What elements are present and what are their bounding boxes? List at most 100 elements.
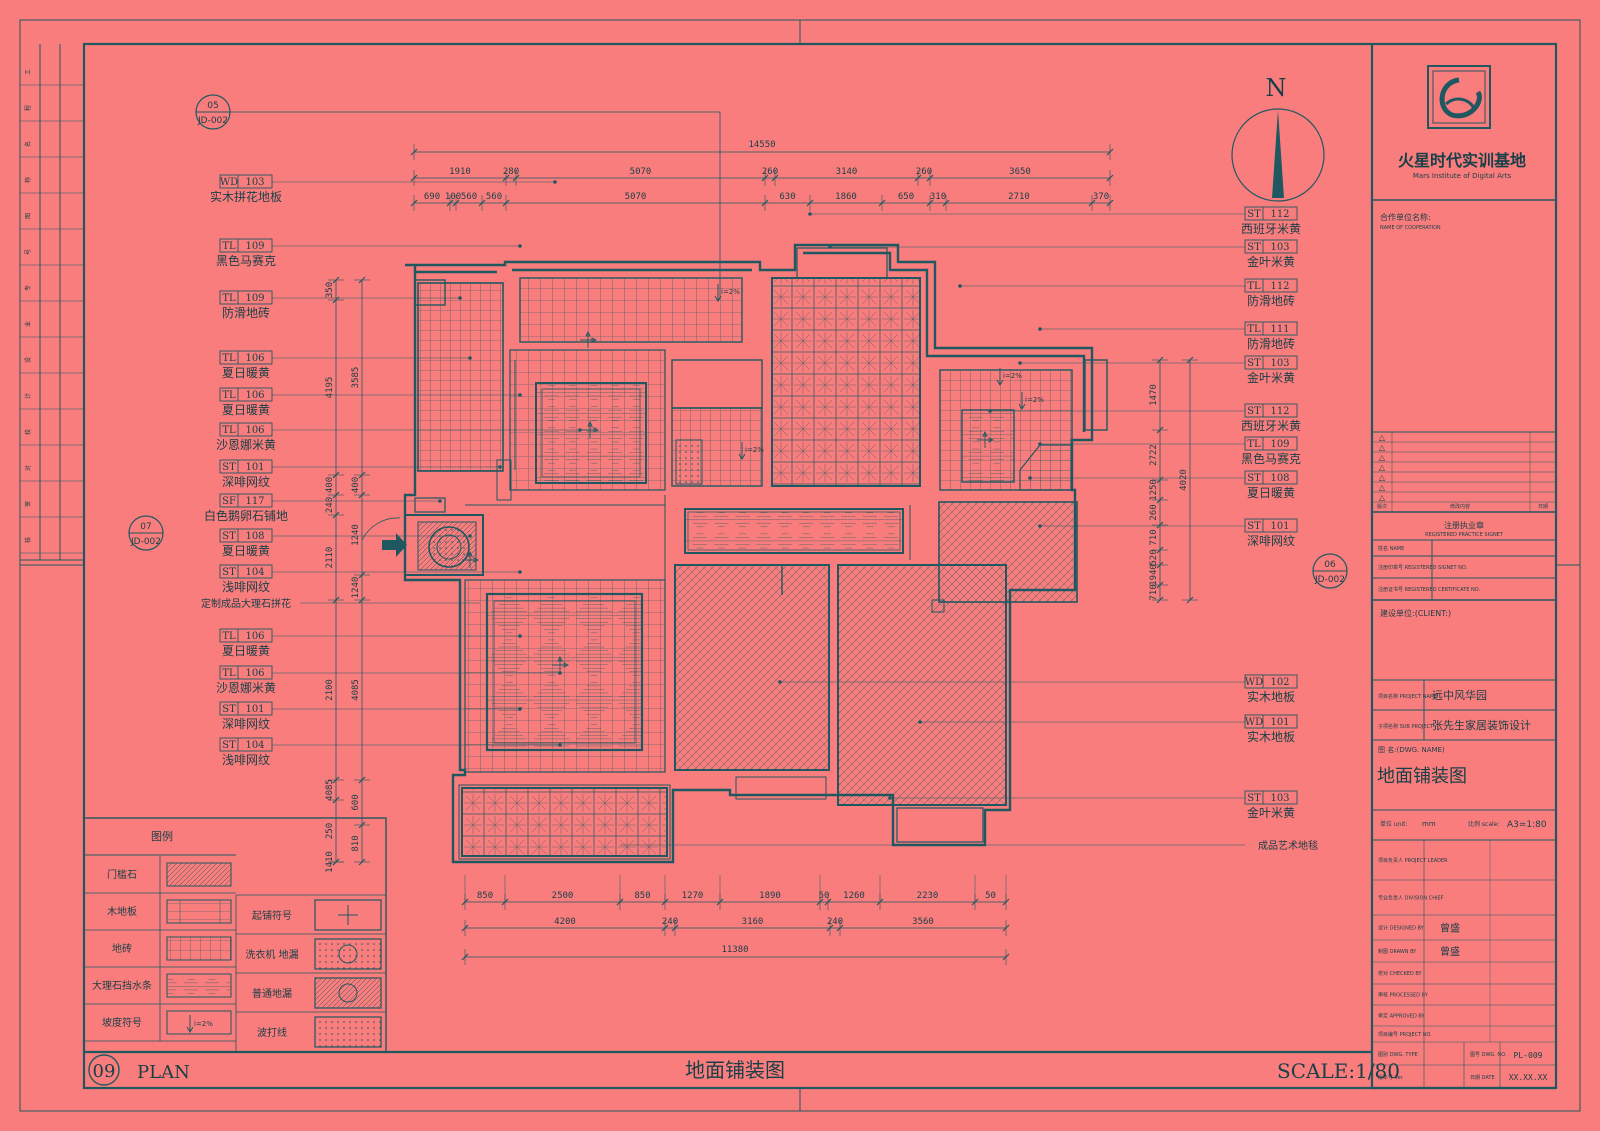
leader-dot — [778, 680, 782, 684]
leader-dot — [498, 465, 502, 469]
dimension-total: 11380 — [721, 945, 748, 955]
dimension-left: 3504195400240211021004085250141035854001… — [325, 276, 370, 873]
material-code: TL — [222, 631, 236, 642]
strip-char: 校 — [24, 429, 32, 435]
material-number: 111 — [1270, 324, 1289, 335]
dimension-value: 50 — [819, 891, 830, 901]
balcony-parquet — [461, 787, 668, 857]
material-code: TL — [1247, 324, 1261, 335]
role-label: 设计 DESIGNED BY — [1378, 925, 1425, 932]
legend-label: 门槛石 — [107, 868, 137, 881]
role-label: 校对 CHECKED BY — [1378, 970, 1423, 977]
leader-dot — [558, 671, 562, 675]
plan-number: 09 — [93, 1061, 116, 1082]
leader-dot — [1038, 524, 1042, 528]
corridor-diamond-strip — [684, 508, 904, 554]
legend-label: 大理石挡水条 — [92, 979, 152, 992]
dimension-value: 3140 — [836, 167, 858, 177]
material-number: 109 — [1270, 439, 1289, 450]
revision-mark-icon: △ — [1379, 443, 1386, 452]
material-number: 103 — [1270, 242, 1289, 253]
dimension-value: 4085 — [325, 779, 335, 801]
material-name: 黑色马赛克 — [1241, 451, 1301, 466]
material-name: 浅啡网纹 — [222, 580, 270, 594]
start-mark-icon — [977, 430, 995, 448]
material-code: ST — [222, 704, 236, 715]
material-code: TL — [222, 668, 236, 679]
strip-char: 程 — [24, 105, 32, 111]
svg-text:mm: mm — [1422, 820, 1436, 828]
material-code: TL — [1247, 281, 1261, 292]
dimension-value: 370 — [1093, 192, 1109, 202]
legend-label: 普通地漏 — [252, 987, 292, 1000]
material-number: 103 — [1270, 793, 1289, 804]
dimension-value: 4085 — [351, 679, 361, 701]
material-code: ST — [222, 567, 236, 578]
plan-label: PLAN — [137, 1062, 190, 1083]
role-value: 曾盛 — [1440, 922, 1460, 935]
svg-text:单位 unit:: 单位 unit: — [1380, 820, 1408, 828]
sub-project-name: 张先生家居装饰设计 — [1432, 718, 1531, 732]
material-code: ST — [222, 531, 236, 542]
material-name: 夏日暖黄 — [222, 366, 270, 380]
title-block: 火星时代实训基地 Mars Institute of Digital Arts … — [1372, 65, 1556, 1090]
dimension-value: 4020 — [1179, 469, 1189, 491]
svg-text:姓名 NAME: 姓名 NAME — [1378, 545, 1404, 552]
material-name: 金叶米黄 — [1247, 254, 1295, 269]
slope-arrow-icon — [714, 284, 722, 302]
material-name: 黑色马赛克 — [216, 253, 276, 268]
material-number: 101 — [245, 704, 264, 715]
dimension-value: 250 — [325, 823, 335, 839]
drawing-date: XX.XX.XX — [1509, 1073, 1548, 1082]
strip-char: 工 — [25, 69, 32, 75]
dimension-value: 1890 — [759, 891, 781, 901]
dimension-value: 810 — [351, 835, 361, 851]
dimension-value: 2230 — [917, 891, 939, 901]
drawing-number: PL-009 — [1514, 1051, 1543, 1060]
material-name: 夏日暖黄 — [222, 403, 270, 417]
dimension-value: 3585 — [351, 367, 361, 389]
role-label: 项目负责人 PROJECT LEADER — [1378, 857, 1448, 864]
start-mark-icon — [462, 550, 480, 568]
dimension-value: 1940 — [1149, 564, 1159, 586]
material-number: 106 — [245, 425, 264, 436]
leader-dot — [558, 743, 562, 747]
material-code: ST — [1247, 793, 1261, 804]
dimension-value: 1250 — [1149, 479, 1159, 501]
dimension-value: 240 — [662, 917, 678, 927]
material-name: 防滑地砖 — [222, 305, 270, 320]
leader-dot — [578, 428, 582, 432]
dimension-value: 310 — [930, 192, 946, 202]
material-name: 浅啡网纹 — [222, 753, 270, 767]
role-label: 专业负责人 DIVISION CHIEF — [1378, 895, 1444, 902]
leader-dot — [1038, 442, 1042, 446]
material-number: 104 — [245, 740, 264, 751]
material-code: WD — [1245, 677, 1263, 688]
material-code: ST — [1247, 209, 1261, 220]
strip-char: 业 — [24, 321, 32, 327]
material-name: 深啡网纹 — [1247, 534, 1295, 548]
role-label: 审定 APPROVED BY — [1378, 1013, 1426, 1020]
material-number: 106 — [245, 668, 264, 679]
revision-mark-icon: △ — [1379, 433, 1386, 442]
material-name: 深啡网纹 — [222, 475, 270, 489]
dimension-value: 650 — [898, 192, 914, 202]
dimension-value: 5070 — [625, 192, 647, 202]
legend-swatch-dots — [314, 1016, 382, 1048]
legend-swatch-slope — [166, 1010, 232, 1035]
role-label: 制图 DRAWN BY — [1378, 948, 1417, 955]
drawing-name: 地面铺装图 — [1377, 766, 1467, 787]
material-number: 106 — [245, 631, 264, 642]
leader-dot — [468, 534, 472, 538]
legend-swatch-marble — [166, 862, 232, 887]
material-name: 成品艺术地毯 — [1258, 839, 1318, 852]
leader-dot — [958, 284, 962, 288]
project-name: 远中风华园 — [1432, 688, 1487, 702]
legend-label: 波打线 — [257, 1026, 287, 1039]
room-hall-tile — [519, 277, 743, 343]
room-living-wood — [837, 564, 1007, 806]
material-code: ST — [222, 740, 236, 751]
svg-text:A3=1:80: A3=1:80 — [1507, 820, 1547, 830]
dimension-value: 350 — [325, 282, 335, 298]
